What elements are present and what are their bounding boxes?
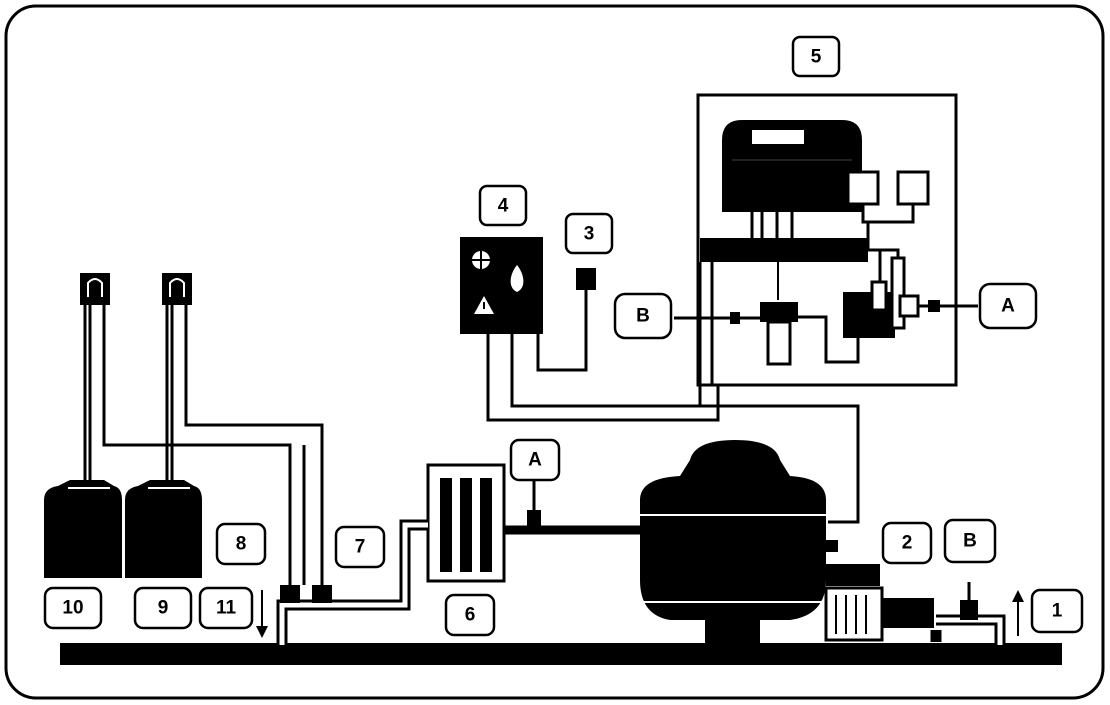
bus-bar bbox=[700, 238, 868, 262]
label-a-panel: A bbox=[978, 282, 1038, 330]
cable-box-to-filter bbox=[512, 404, 860, 524]
sensor-cable bbox=[536, 290, 588, 372]
svg-text:9: 9 bbox=[158, 598, 169, 619]
control-panel-5 bbox=[696, 93, 958, 387]
control-box-body bbox=[460, 237, 543, 334]
label-7: 7 bbox=[334, 525, 386, 569]
pump-head bbox=[882, 598, 934, 628]
label-11: 11 bbox=[198, 586, 254, 630]
svg-text:1: 1 bbox=[1052, 601, 1063, 622]
svg-text:6: 6 bbox=[465, 605, 476, 626]
svg-text:4: 4 bbox=[498, 196, 509, 217]
svg-text:5: 5 bbox=[811, 47, 822, 68]
filter-outlet bbox=[826, 564, 880, 586]
arrow-up-1 bbox=[1012, 590, 1024, 636]
svg-text:B: B bbox=[636, 306, 650, 327]
dosing-pump-icon-2 bbox=[162, 273, 192, 305]
heat-exchanger-6 bbox=[426, 463, 506, 583]
probe-1 bbox=[846, 170, 880, 206]
label-2: 2 bbox=[881, 521, 933, 565]
small-filter-head bbox=[760, 302, 798, 322]
svg-text:8: 8 bbox=[236, 534, 247, 555]
injector-2 bbox=[312, 585, 332, 603]
injector-1 bbox=[280, 585, 300, 603]
label-6: 6 bbox=[444, 593, 496, 637]
label-8: 8 bbox=[215, 522, 267, 566]
svg-text:B: B bbox=[963, 531, 977, 552]
tube-pump1-injector bbox=[102, 305, 292, 585]
pump-motor bbox=[824, 586, 884, 642]
svg-text:11: 11 bbox=[216, 598, 237, 619]
dosing-pump-icon-1 bbox=[80, 273, 110, 305]
small-filter-body bbox=[766, 320, 792, 366]
label-5: 5 bbox=[791, 35, 841, 78]
control-box-4 bbox=[460, 237, 543, 334]
arrow-down-11 bbox=[256, 590, 268, 638]
filter-tank bbox=[640, 440, 826, 645]
label-4: 4 bbox=[478, 184, 528, 227]
controller-display bbox=[752, 130, 804, 144]
tank-9 bbox=[125, 480, 202, 578]
label-10: 10 bbox=[43, 586, 103, 630]
svg-text:7: 7 bbox=[355, 537, 366, 558]
label-1: 1 bbox=[1030, 588, 1084, 634]
floor-base bbox=[60, 643, 1062, 665]
label-b-panel: B bbox=[613, 292, 673, 340]
probe-2 bbox=[896, 170, 930, 206]
tank-10 bbox=[44, 480, 122, 578]
pump-2 bbox=[824, 586, 934, 642]
label-a-pipe: A bbox=[509, 438, 561, 482]
svg-text:3: 3 bbox=[584, 224, 595, 245]
svg-text:A: A bbox=[528, 450, 542, 471]
drop-icon bbox=[510, 265, 524, 292]
sensor-3 bbox=[576, 268, 596, 290]
label-3: 3 bbox=[564, 212, 614, 255]
label-b-pipe: B bbox=[943, 518, 997, 564]
cable-box-to-panel bbox=[486, 334, 720, 422]
svg-text:2: 2 bbox=[902, 533, 913, 554]
label-9: 9 bbox=[133, 586, 193, 630]
svg-text:A: A bbox=[1001, 296, 1015, 317]
svg-text:10: 10 bbox=[62, 598, 83, 619]
sand-filter bbox=[640, 440, 880, 645]
